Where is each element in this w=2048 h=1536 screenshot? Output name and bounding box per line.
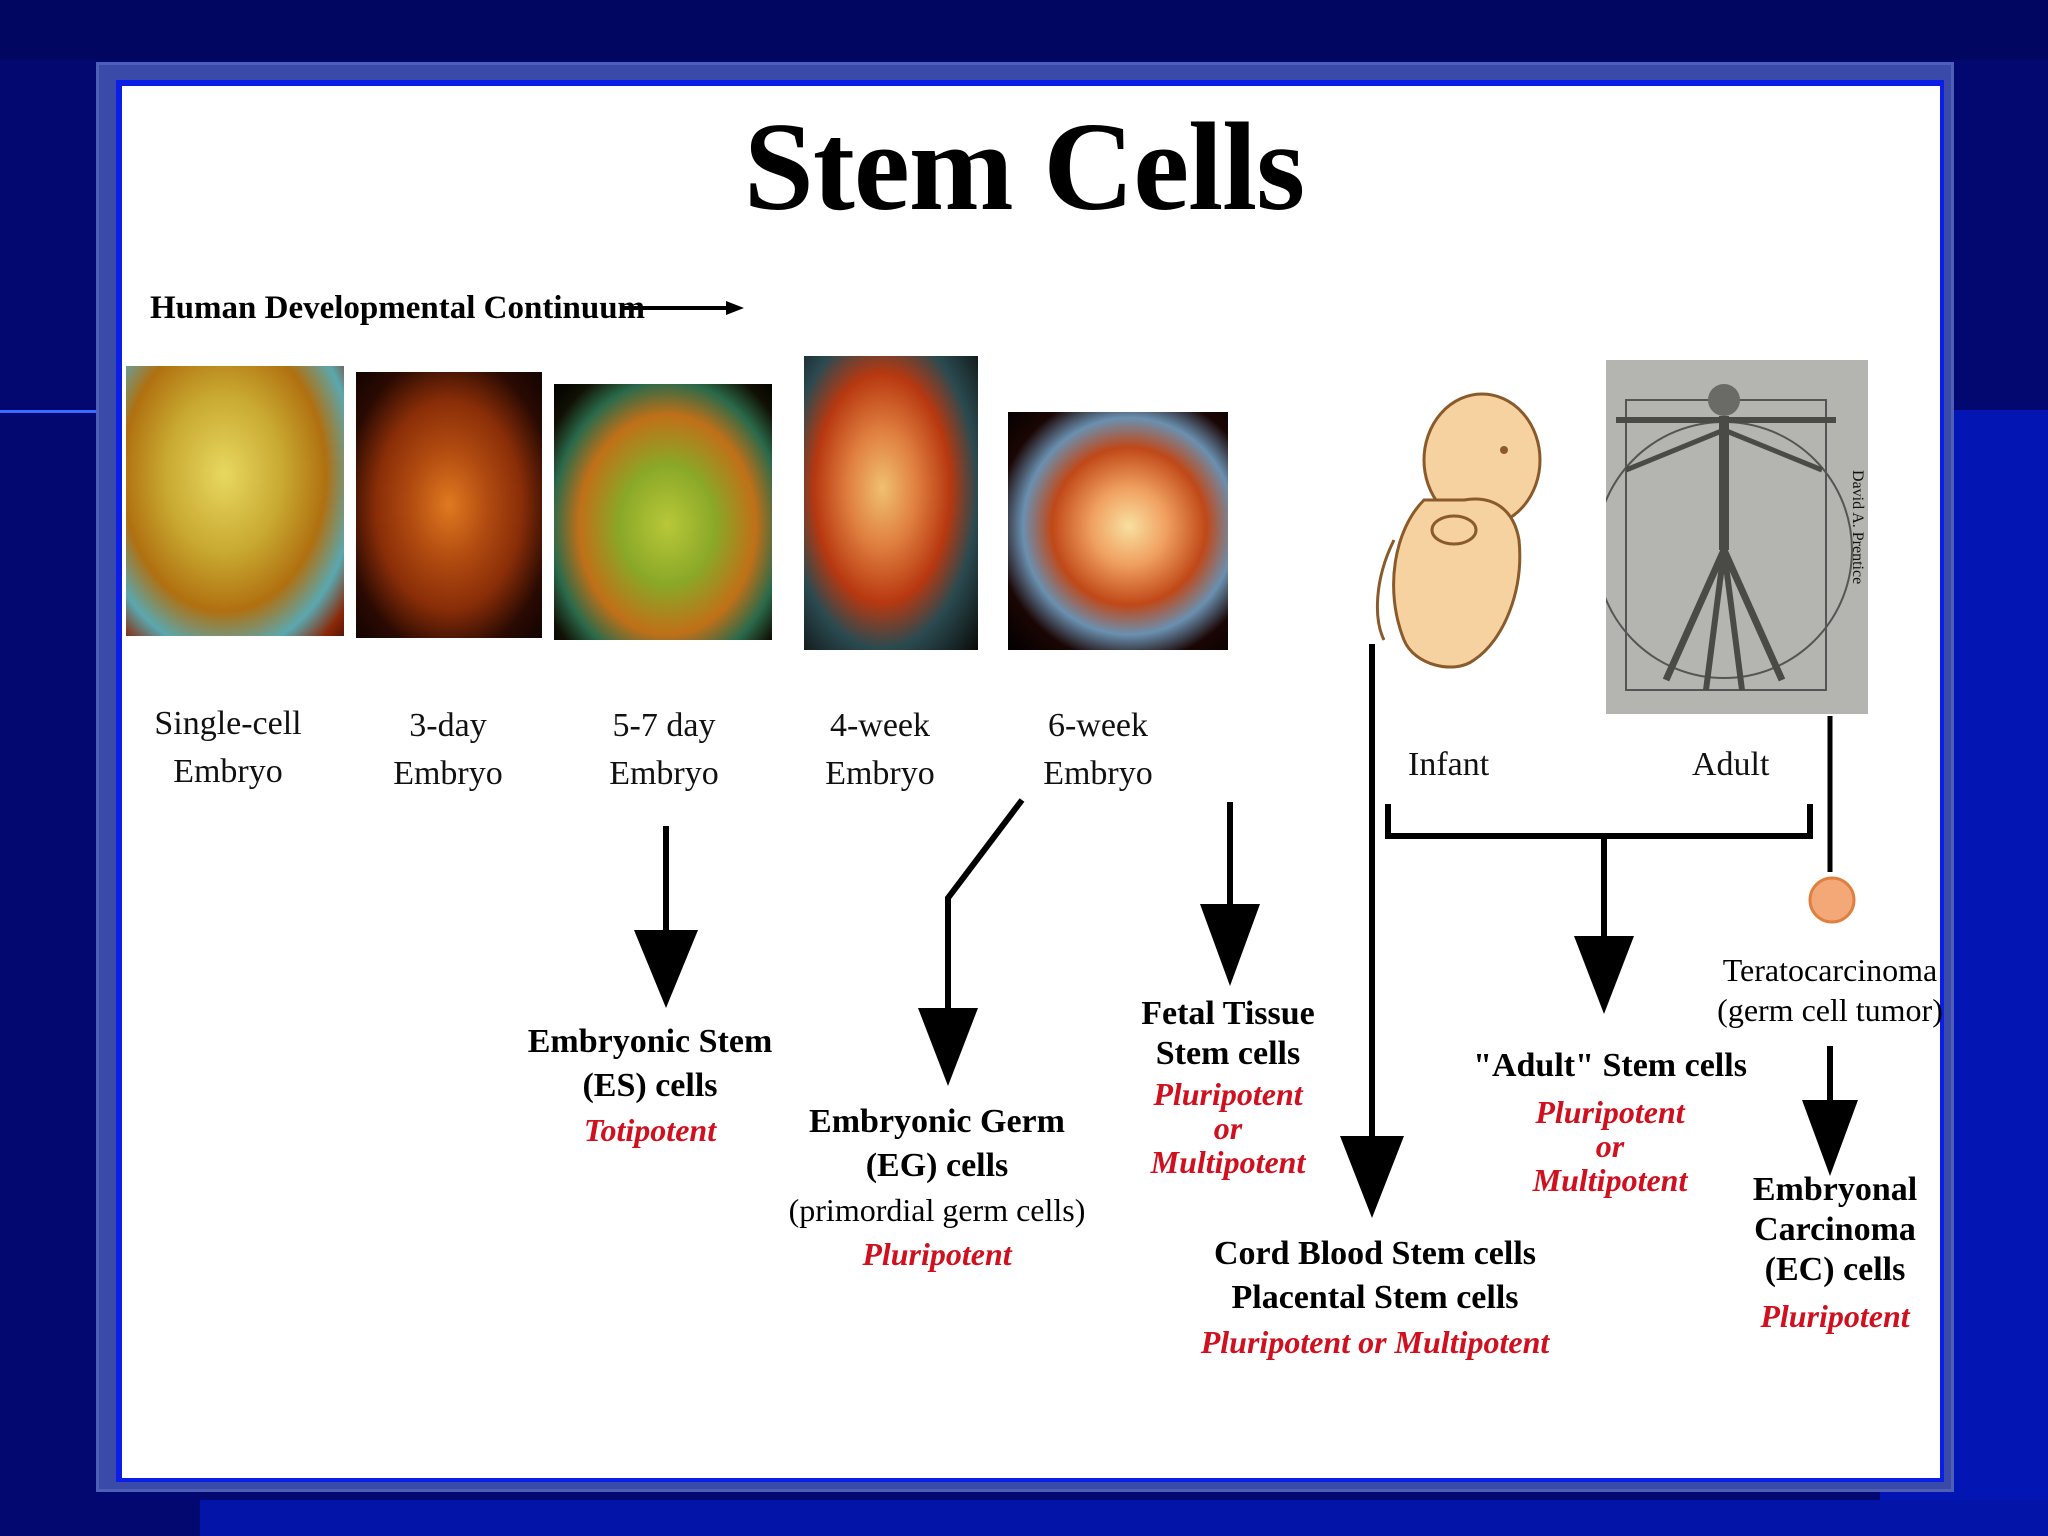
eg-title: Embryonic Germ — [809, 1103, 1065, 1140]
adult-cells-title: "Adult" Stem cells — [1473, 1047, 1747, 1084]
teratocarcinoma-block: Teratocarcinoma (germ cell tumor) — [1700, 950, 1960, 1030]
stage-label-5-7-day: 5-7 day Embryo — [564, 702, 764, 798]
stage-label-line: 3-day — [409, 707, 487, 744]
stage-label-line: Embryo — [609, 755, 719, 792]
es-title: Embryonic Stem — [527, 1023, 773, 1060]
adult-cells-block: "Adult" Stem cells Pluripotent or Multip… — [1460, 1046, 1760, 1200]
es-arrow-head — [634, 930, 698, 1008]
four-week-embryo-image — [804, 356, 978, 650]
eg-cells-block: Embryonic Germ (EG) cells (primordial ge… — [772, 1100, 1102, 1276]
cord-blood-block: Cord Blood Stem cells Placental Stem cel… — [1170, 1232, 1580, 1364]
cord-title: Cord Blood Stem cells — [1213, 1235, 1537, 1272]
fetal-subtitle: Stem cells — [1155, 1035, 1301, 1072]
infant-adult-bracket — [1385, 804, 1813, 839]
three-day-embryo-image — [356, 372, 542, 638]
ec-cells-block: Embryonal Carcinoma (EC) cells Pluripote… — [1710, 1170, 1960, 1336]
eg-subtitle: (EG) cells — [865, 1147, 1009, 1184]
stage-label-line: Embryo — [825, 755, 935, 792]
six-week-embryo-image — [1008, 412, 1228, 650]
slide-title: Stem Cells — [743, 98, 1305, 237]
stage-label-line: Embryo — [173, 753, 283, 790]
es-subtitle: (ES) cells — [582, 1067, 718, 1104]
slide-panel — [122, 86, 1940, 1478]
background-band-bottom — [200, 1500, 2048, 1536]
eg-arrow-head — [918, 1008, 978, 1086]
stage-label-single-cell: Single-cell Embryo — [128, 700, 328, 796]
fetal-cells-block: Fetal Tissue Stem cells Pluripotent or M… — [1128, 994, 1328, 1182]
fetal-potency-or: or — [1213, 1110, 1243, 1146]
ec-potency: Pluripotent — [1760, 1298, 1910, 1334]
ec-title-3: (EC) cells — [1764, 1251, 1906, 1288]
background-accent-line — [0, 410, 100, 413]
stage-label-4-week: 4-week Embryo — [780, 702, 980, 798]
infant-label: Infant — [1408, 746, 1490, 783]
stage-label-line: Embryo — [393, 755, 503, 792]
adult-potency-1: Pluripotent — [1535, 1094, 1685, 1130]
fetal-arrow-head — [1200, 904, 1260, 986]
adult-label: Adult — [1692, 746, 1770, 783]
tumor-icon — [1808, 876, 1856, 924]
continuum-arrow-head — [726, 301, 744, 315]
cord-arrow-head — [1340, 1136, 1404, 1218]
stage-label-line: Embryo — [1043, 755, 1153, 792]
adult-potency-or: or — [1595, 1128, 1625, 1164]
es-cells-block: Embryonic Stem (ES) cells Totipotent — [520, 1020, 780, 1152]
background-band-top — [0, 0, 2048, 60]
eg-arrow-line — [945, 798, 1025, 1010]
eg-potency: Pluripotent — [862, 1236, 1012, 1272]
ec-title-1: Embryonal — [1752, 1171, 1918, 1208]
five-seven-day-embryo-image — [554, 384, 772, 640]
ec-arrow-head — [1802, 1100, 1858, 1176]
continuum-label: Human Developmental Continuum — [150, 290, 646, 326]
fetal-title: Fetal Tissue — [1141, 995, 1315, 1032]
es-potency: Totipotent — [583, 1112, 717, 1148]
fetal-potency-1: Pluripotent — [1153, 1076, 1303, 1112]
stage-label-6-week: 6-week Embryo — [998, 702, 1198, 798]
stage-label-line: 5-7 day — [612, 707, 716, 744]
terato-title: Teratocarcinoma — [1722, 952, 1938, 988]
adult-potency-2: Multipotent — [1532, 1162, 1688, 1198]
terato-subtitle: (germ cell tumor) — [1717, 992, 1943, 1028]
stage-label-line: Single-cell — [154, 705, 302, 742]
adult-vitruvian-image — [1606, 360, 1868, 714]
cord-potency: Pluripotent or Multipotent — [1200, 1324, 1550, 1360]
stage-label-3-day: 3-day Embryo — [348, 702, 548, 798]
stage-label-line: 6-week — [1047, 707, 1149, 744]
infant-image — [1354, 390, 1564, 680]
fetal-potency-2: Multipotent — [1150, 1144, 1306, 1180]
placental-title: Placental Stem cells — [1231, 1279, 1519, 1316]
adult-arrow-head — [1574, 936, 1634, 1014]
stage-label-line: 4-week — [829, 707, 931, 744]
eg-note: (primordial germ cells) — [788, 1192, 1086, 1228]
ec-title-2: Carcinoma — [1754, 1211, 1916, 1248]
single-cell-embryo-image — [126, 366, 344, 636]
